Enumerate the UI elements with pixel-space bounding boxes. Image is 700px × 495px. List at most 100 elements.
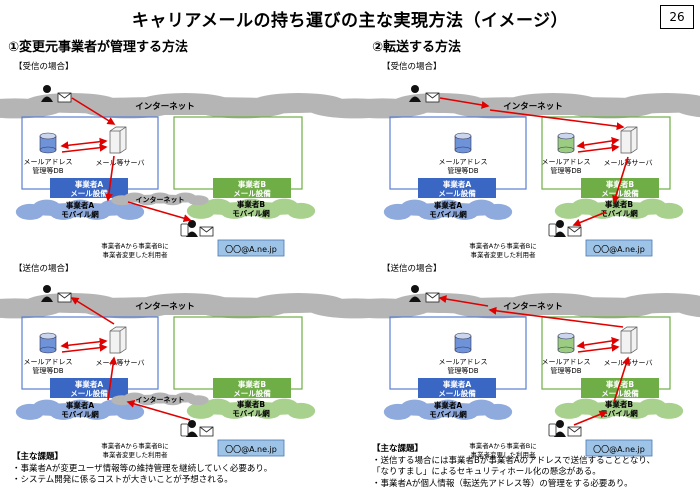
left-send-label: 【送信の場合】 [14, 264, 74, 274]
person-icon [409, 96, 421, 102]
internet-label: インターネット [503, 301, 563, 312]
phone-icon [548, 423, 557, 437]
carrier-b-box-text: 事業者B [238, 379, 266, 389]
phone-icon [548, 223, 557, 237]
red-arrow [572, 211, 607, 227]
red-arrow [71, 97, 116, 125]
server-icon [109, 326, 127, 354]
server-label: メール等サーバ [96, 158, 145, 167]
carrier-a-box [418, 378, 496, 398]
carrier-b-box-text: 事業者B [238, 179, 266, 189]
carrier-b-box-text: メール設備 [233, 388, 271, 398]
database-icon [557, 146, 575, 154]
database-icon [39, 346, 57, 354]
cloud-core [122, 194, 198, 204]
mail-icon [57, 92, 72, 99]
mobile-a-label: 事業者A [434, 200, 462, 210]
right-issue-line: ・事業者Aが個人情報（転送先アドレス等）の管理をする必要あり。 [372, 478, 633, 489]
person-icon [556, 420, 564, 428]
carrier-b-box-text: メール設備 [233, 188, 271, 198]
mobile-a-label: モバイル網 [61, 409, 99, 419]
server-label: メール等サーバ [604, 158, 653, 167]
phone-icon [180, 423, 189, 437]
address-box [585, 239, 653, 257]
red-arrow [573, 410, 608, 426]
red-arrow [70, 297, 115, 325]
db-label-2: 管理等DB [550, 366, 581, 375]
red-arrow [104, 155, 115, 202]
person-icon [186, 431, 198, 437]
mobile-b-label: モバイル網 [232, 408, 270, 418]
user-note-1: 事業者Aから事業者Bに [469, 441, 536, 450]
database-icon [39, 132, 57, 140]
db-label-2: 管理等DB [447, 166, 478, 175]
internet-label: インターネット [135, 301, 195, 312]
mail-icon [199, 226, 214, 233]
server-icon [630, 326, 638, 332]
database-icon [557, 332, 575, 340]
user-note-2: 事業者変更した利用者 [471, 450, 537, 459]
phone-icon [180, 223, 189, 237]
mobile-b-cloud [554, 398, 684, 419]
right-issues-heading: 【主な課題】 [372, 444, 424, 454]
carrier-b-box [581, 378, 659, 398]
server-icon [109, 126, 127, 154]
cloud-core [15, 97, 355, 115]
server-icon [630, 126, 638, 132]
mail-icon [199, 426, 214, 433]
cloud-core [569, 201, 669, 217]
red-arrow [489, 109, 625, 131]
db-label-1: メールアドレス [439, 158, 488, 166]
small-internet-cloud [111, 192, 209, 206]
address-text: 〇〇@A.ne.jp [593, 445, 645, 454]
server-icon [119, 126, 127, 132]
server-icon [620, 326, 638, 354]
mail-icon [425, 292, 440, 299]
address-box [217, 439, 285, 457]
carrier-a-box-text: 事業者A [443, 179, 471, 189]
db-label-1: メールアドレス [542, 358, 591, 366]
red-arrow [61, 343, 108, 353]
internet-cloud [0, 93, 404, 119]
right-issue-line: 「なりすまし」によるセキュリティホール化の懸念がある。 [372, 467, 601, 477]
person-icon [188, 420, 196, 428]
mobile-a-cloud [383, 399, 513, 420]
person-icon [41, 96, 53, 102]
mobile-b-label: 事業者B [605, 199, 633, 209]
carrier-a-box-text: メール設備 [70, 188, 108, 198]
mobile-a-label: 事業者A [66, 200, 94, 210]
cloud-core [15, 297, 355, 315]
carrier-b-box [581, 178, 659, 198]
database-icon [557, 132, 575, 140]
database-icon [454, 132, 472, 140]
cloud-core [30, 402, 130, 418]
carrier-a-box-text: 事業者A [443, 379, 471, 389]
person-icon [554, 431, 566, 437]
red-arrow [438, 295, 489, 307]
database-icon [454, 346, 472, 354]
mail-icon [425, 92, 440, 99]
database-icon [454, 332, 472, 340]
mobile-b-label: モバイル網 [600, 408, 638, 418]
carrier-a-box-text: 事業者A [75, 179, 103, 189]
red-arrow [576, 136, 620, 150]
mobile-b-label: モバイル網 [600, 208, 638, 218]
person-icon [188, 220, 196, 228]
person-icon [556, 220, 564, 228]
mail-icon [567, 426, 582, 433]
user-note-2: 事業者変更した利用者 [103, 450, 169, 459]
red-arrow [613, 356, 630, 403]
person-icon [409, 296, 421, 302]
user-note-1: 事業者Aから事業者Bに [469, 241, 536, 250]
red-arrow [577, 343, 620, 353]
person-icon [411, 85, 419, 93]
carrier-b-box-text: メール設備 [601, 388, 639, 398]
person-icon [41, 296, 53, 302]
db-label-1: メールアドレス [439, 358, 488, 366]
carrier-a-box-text: メール設備 [438, 388, 476, 398]
cloud-core [201, 401, 301, 417]
page-title: キャリアメールの持ち運びの主な実現方法（イメージ） [131, 11, 569, 31]
red-arrow [127, 201, 192, 223]
right-issue-line: ・送信する場合には事業者Bが事業者Aのアドレスで送信することとなり、 [372, 455, 656, 466]
database-icon [39, 146, 57, 154]
